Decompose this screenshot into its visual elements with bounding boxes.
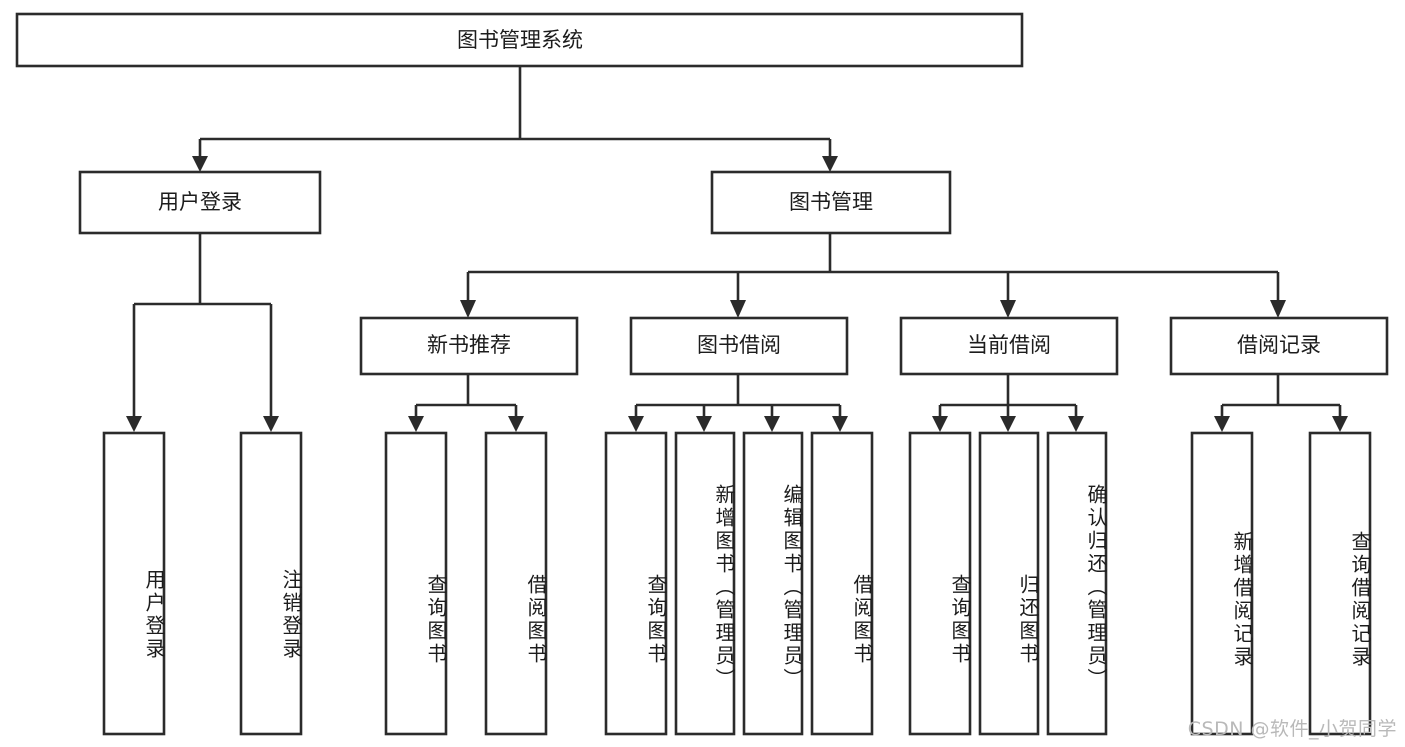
arrow-head-icon xyxy=(628,416,644,432)
node-box-shape xyxy=(239,431,303,736)
arrow-head-icon xyxy=(932,416,948,432)
node-leaf-add-book[interactable] xyxy=(674,431,736,736)
node-box-shape xyxy=(1190,431,1254,736)
node-book-manage[interactable]: 图书管理 xyxy=(710,170,952,235)
arrow-head-icon xyxy=(192,156,208,172)
connector-root-to-level2 xyxy=(192,66,838,172)
node-new-book-recommend[interactable]: 新书推荐 xyxy=(359,316,579,376)
node-box-shape xyxy=(484,431,548,736)
watermark-text: CSDN @软件_小贺同学 xyxy=(1187,718,1397,740)
node-box-shape xyxy=(810,431,874,736)
node-box-shape xyxy=(908,431,972,736)
node-label-user-login: 用户登录 xyxy=(158,190,242,214)
node-leaf-confirm-return[interactable] xyxy=(1046,431,1108,736)
node-leaf-add-record[interactable] xyxy=(1190,431,1254,736)
connector-book-borrow-to-leaves xyxy=(628,374,848,432)
node-leaf-query-book-1[interactable] xyxy=(384,431,448,736)
arrow-head-icon xyxy=(1214,416,1230,432)
arrow-head-icon xyxy=(460,300,476,318)
node-box-shape xyxy=(899,316,1119,376)
node-root[interactable]: 图书管理系统 xyxy=(15,12,1024,68)
arrow-head-icon xyxy=(1000,300,1016,318)
node-box-shape xyxy=(742,431,804,736)
arrow-head-icon xyxy=(1332,416,1348,432)
arrow-head-icon xyxy=(408,416,424,432)
node-box-shape xyxy=(1308,431,1372,736)
node-label-borrow-record: 借阅记录 xyxy=(1237,333,1321,357)
arrow-head-icon xyxy=(1000,416,1016,432)
arrow-head-icon xyxy=(508,416,524,432)
node-label-book-manage: 图书管理 xyxy=(789,190,873,214)
arrow-head-icon xyxy=(1270,300,1286,318)
node-leaf-edit-book[interactable] xyxy=(742,431,804,736)
node-box-shape xyxy=(102,431,166,736)
node-label-book-borrow: 图书借阅 xyxy=(697,333,781,357)
node-box-shape xyxy=(1169,316,1389,376)
node-leaf-borrow-book-1[interactable] xyxy=(484,431,548,736)
arrow-head-icon xyxy=(832,416,848,432)
node-box-shape xyxy=(359,316,579,376)
connector-borrow-record-to-leaves xyxy=(1214,374,1348,432)
node-leaf-query-book-3[interactable] xyxy=(908,431,972,736)
node-box-shape xyxy=(604,431,668,736)
node-leaf-query-book-2[interactable] xyxy=(604,431,668,736)
node-box-shape xyxy=(15,12,1024,68)
node-box-shape xyxy=(710,170,952,235)
node-leaf-borrow-book-2[interactable] xyxy=(810,431,874,736)
arrow-head-icon xyxy=(822,156,838,172)
node-box-shape xyxy=(384,431,448,736)
arrow-head-icon xyxy=(696,416,712,432)
node-label-current-borrow: 当前借阅 xyxy=(967,333,1051,357)
arrow-head-icon xyxy=(764,416,780,432)
node-label-new-book-recommend: 新书推荐 xyxy=(427,333,511,357)
node-box-shape xyxy=(1046,431,1108,736)
arrow-head-icon xyxy=(1068,416,1084,432)
node-box-shape xyxy=(78,170,322,235)
node-leaf-query-record[interactable] xyxy=(1308,431,1372,736)
node-current-borrow[interactable]: 当前借阅 xyxy=(899,316,1119,376)
connector-new-book-to-leaves xyxy=(408,374,524,432)
node-leaf-user-login[interactable] xyxy=(102,431,166,736)
arrow-head-icon xyxy=(263,416,279,432)
node-box-shape xyxy=(674,431,736,736)
arrow-head-icon xyxy=(126,416,142,432)
node-box-shape xyxy=(978,431,1040,736)
node-box-shape xyxy=(629,316,849,376)
node-book-borrow[interactable]: 图书借阅 xyxy=(629,316,849,376)
node-borrow-record[interactable]: 借阅记录 xyxy=(1169,316,1389,376)
connector-book-manage-to-level3 xyxy=(460,233,1286,318)
arrow-head-icon xyxy=(730,300,746,318)
node-leaf-logout[interactable] xyxy=(239,431,303,736)
connector-current-borrow-to-leaves xyxy=(932,374,1084,432)
node-leaf-return-book[interactable] xyxy=(978,431,1040,736)
node-user-login[interactable]: 用户登录 xyxy=(78,170,322,235)
node-label-root: 图书管理系统 xyxy=(457,28,583,52)
connector-user-login-to-leaves xyxy=(126,233,279,432)
